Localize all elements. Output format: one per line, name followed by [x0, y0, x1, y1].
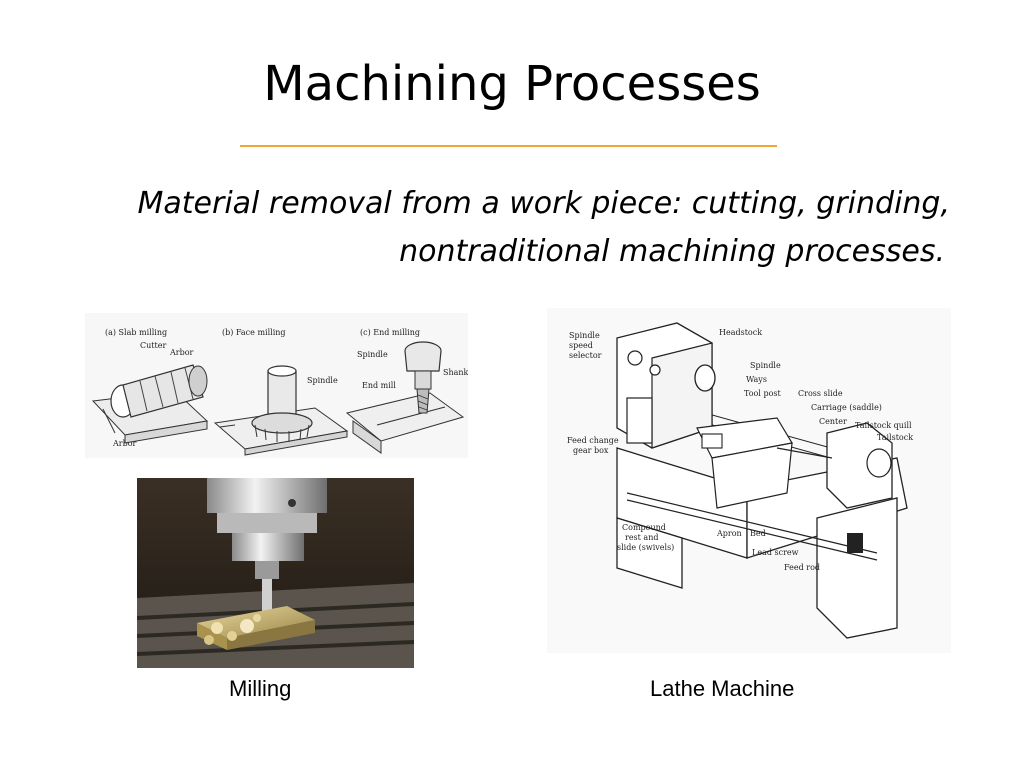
spindle-b-label: Spindle	[307, 376, 338, 385]
shank-label: Shank	[443, 368, 468, 377]
subtitle-line-1: Material removal from a work piece: cutt…	[137, 186, 950, 221]
feed-rod-label: Feed rod	[784, 563, 820, 572]
milling-photo-drawing	[137, 478, 414, 668]
end-mill-label: End mill	[362, 381, 396, 390]
carriage-label: Carriage (saddle)	[811, 403, 882, 412]
slide-title: Machining Processes	[263, 56, 761, 112]
apron-label: Apron	[716, 529, 742, 538]
arbor-top-label: Arbor	[169, 348, 194, 357]
bed-label: Bed	[750, 529, 766, 538]
cutter-label: Cutter	[140, 341, 166, 350]
milling-diagrams-figure: (a) Slab milling Cutter Arbor Arbor (b) …	[85, 313, 468, 458]
lathe-diagram-drawing: Headstock Spindle speed selector Spindle…	[547, 308, 951, 653]
subtitle-line-2: nontraditional machining processes.	[399, 234, 945, 269]
panel-b-label: (b) Face milling	[222, 328, 286, 337]
ways-label: Ways	[746, 375, 767, 384]
arbor-bottom-label: Arbor	[112, 439, 137, 448]
panel-a-label: (a) Slab milling	[105, 328, 167, 337]
milling-diagrams-drawing: (a) Slab milling Cutter Arbor Arbor (b) …	[85, 313, 468, 458]
feed-change-label-1: Feed change	[567, 436, 619, 445]
lathe-diagram-figure: Headstock Spindle speed selector Spindle…	[547, 308, 951, 653]
compound-label-1: Compound	[622, 523, 666, 532]
panel-c-label: (c) End milling	[360, 328, 420, 337]
spindle-speed-label-2: speed	[569, 341, 593, 350]
tailstock-label: Tailstock	[877, 433, 913, 442]
spindle-label: Spindle	[750, 361, 781, 370]
spindle-speed-label-1: Spindle	[569, 331, 600, 340]
milling-photo	[137, 478, 414, 668]
tailstock-quill-label: Tailstock quill	[855, 421, 912, 430]
cross-slide-label: Cross slide	[798, 389, 843, 398]
spindle-c-label: Spindle	[357, 350, 388, 359]
compound-label-2: rest and	[625, 533, 658, 542]
lead-screw-label: Lead screw	[752, 548, 799, 557]
center-label: Center	[819, 417, 847, 426]
milling-caption: Milling	[229, 676, 292, 701]
title-underline	[240, 145, 777, 147]
tool-post-label: Tool post	[744, 389, 781, 398]
slide-subtitle: Material removal from a work piece: cutt…	[60, 180, 1020, 276]
feed-change-label-2: gear box	[573, 446, 609, 455]
headstock-label: Headstock	[719, 328, 762, 337]
compound-label-3: slide (swivels)	[617, 543, 674, 552]
lathe-caption: Lathe Machine	[650, 676, 795, 701]
spindle-speed-label-3: selector	[569, 351, 602, 360]
